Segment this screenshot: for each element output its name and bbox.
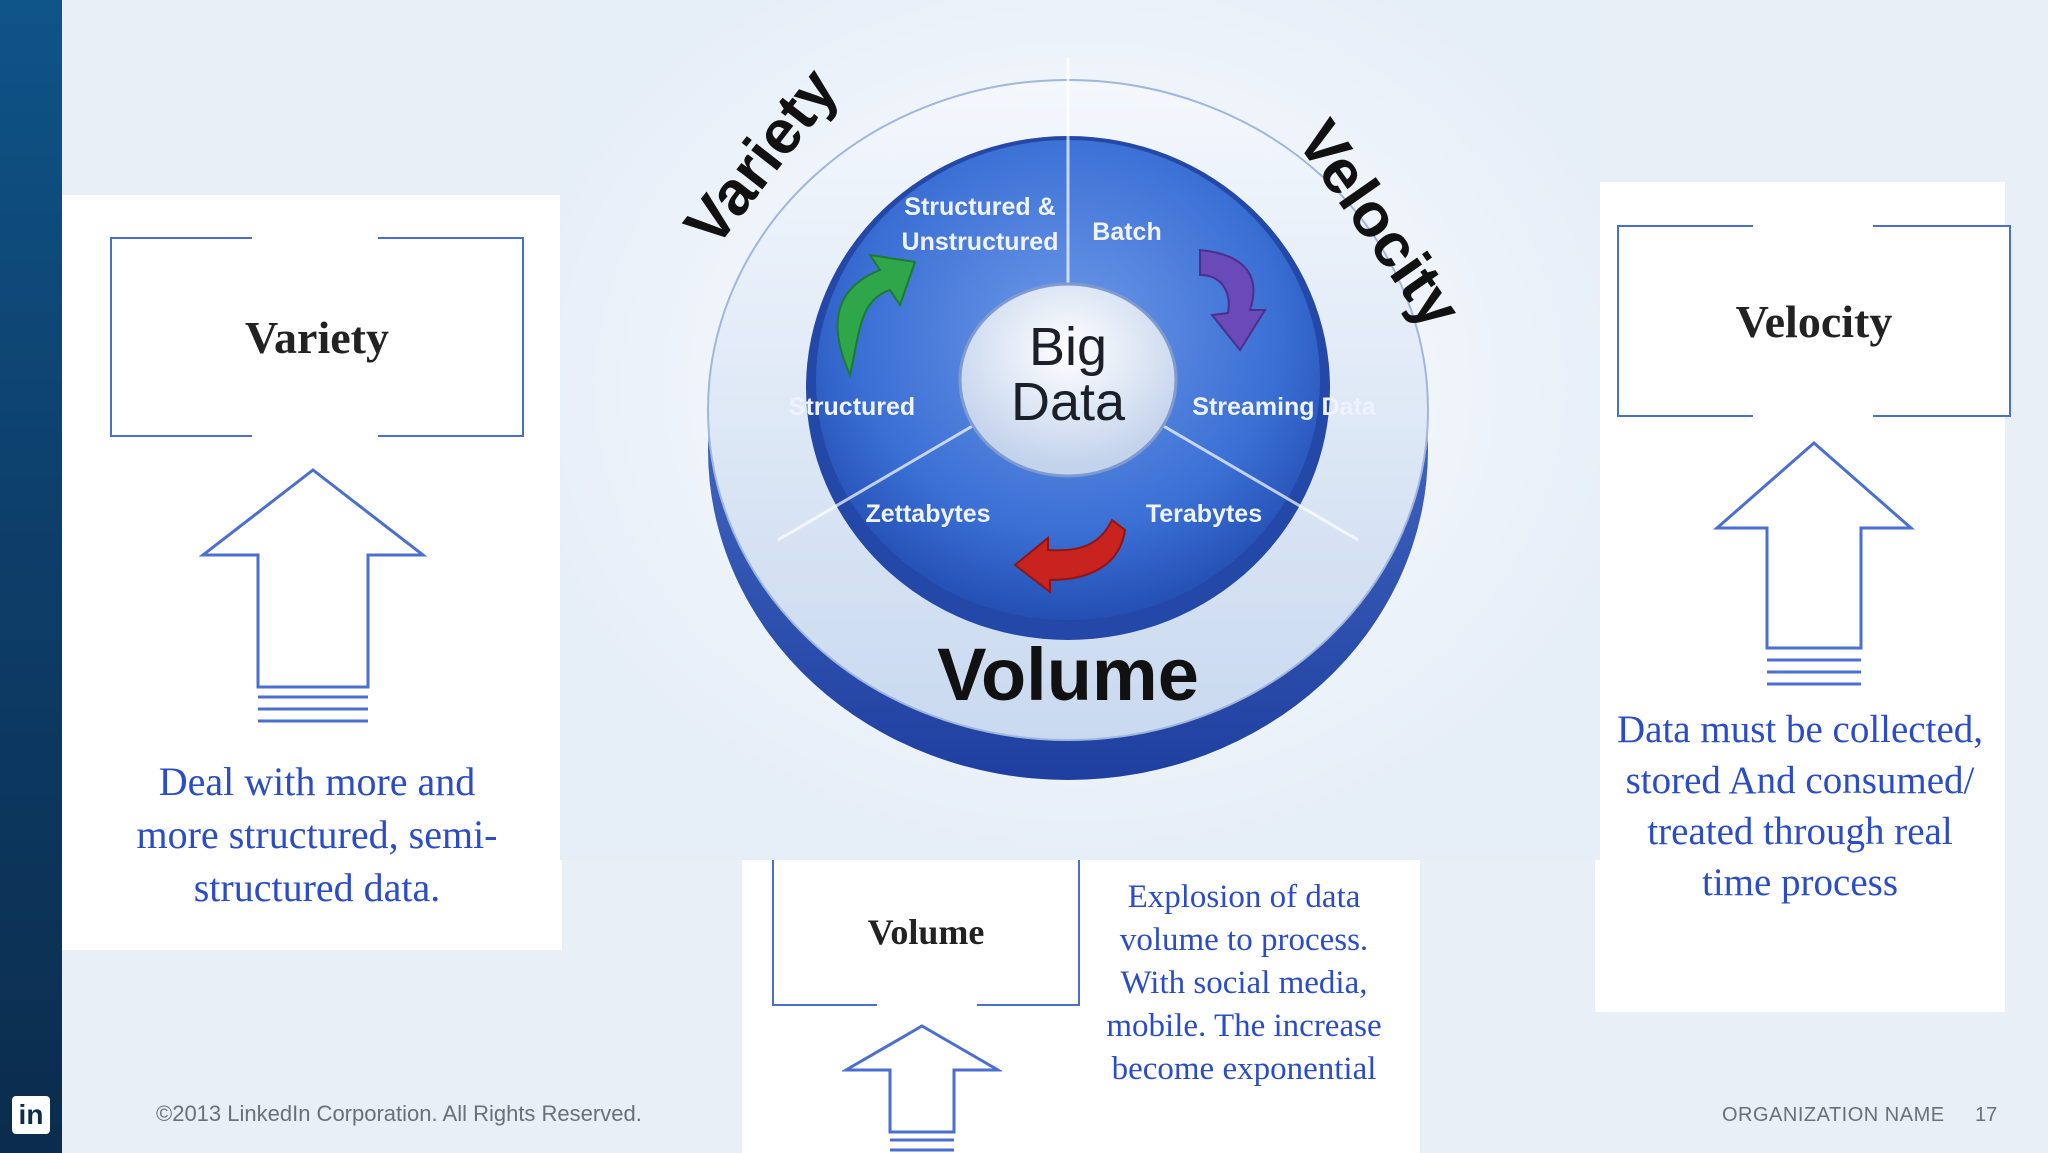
volume-panel: Volume Explosion of data volume to proce…	[742, 848, 1420, 1153]
green-curved-arrow-icon	[836, 253, 917, 379]
center-label-line2: Data	[1011, 372, 1126, 432]
seg-label-streaming: Streaming Data	[1192, 393, 1376, 421]
up-arrow-icon	[842, 1024, 1002, 1152]
linkedin-logo: in	[12, 1096, 50, 1134]
seg-label-structured-unstructured-1: Structured &	[904, 193, 1055, 221]
seg-label-structured: Structured	[789, 393, 915, 421]
seg-label-batch: Batch	[1092, 218, 1161, 246]
volume-description: Explosion of data volume to process. Wit…	[1106, 879, 1382, 1087]
seg-label-structured-unstructured-2: Unstructured	[902, 228, 1059, 256]
variety-panel: Variety Deal with more and more structur…	[62, 195, 562, 950]
ring-label-volume: Volume	[937, 633, 1199, 716]
brand-sidebar	[0, 0, 62, 1153]
footer-page-number: 17	[1975, 1104, 1998, 1126]
up-arrow-icon	[1713, 441, 1915, 686]
velocity-title: Velocity	[1735, 295, 1893, 347]
footer-organization-name: ORGANIZATION NAME	[1722, 1104, 1945, 1126]
footer-copyright: ©2013 LinkedIn Corporation. All Rights R…	[156, 1101, 642, 1126]
volume-title-box: Volume	[772, 858, 1080, 1006]
center-hub	[958, 282, 1178, 478]
red-curved-arrow-icon	[1013, 518, 1127, 595]
seg-label-zettabytes: Zettabytes	[865, 500, 990, 528]
center-label-line1: Big	[1029, 317, 1107, 377]
big-data-diagram: Big Data Variety Velocity Volume Structu…	[560, 0, 1600, 860]
velocity-description: Data must be collected, stored And consu…	[1616, 708, 1984, 904]
purple-curved-arrow-icon	[1199, 248, 1267, 352]
variety-description: Deal with more and more structured, semi…	[136, 759, 498, 910]
variety-title: Variety	[245, 311, 389, 363]
seg-label-terabytes: Terabytes	[1146, 500, 1262, 528]
variety-title-box: Variety	[110, 237, 524, 437]
velocity-panel: Velocity Data must be collected, stored …	[1595, 182, 2011, 1012]
up-arrow-icon	[198, 468, 428, 723]
velocity-title-box: Velocity	[1617, 225, 2011, 417]
volume-title: Volume	[867, 912, 985, 952]
